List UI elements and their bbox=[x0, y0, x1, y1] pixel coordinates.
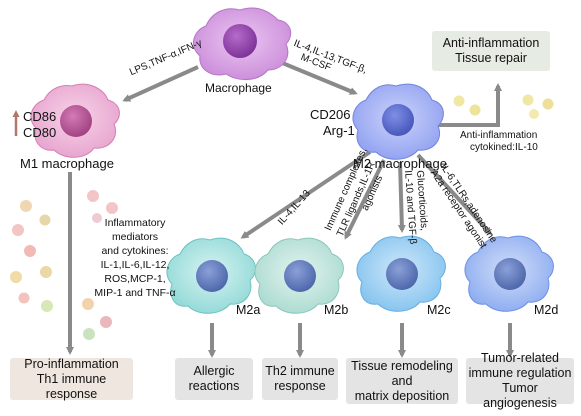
anti-inflammation-line2: Tissue repair bbox=[455, 51, 527, 65]
arrow-mac-to-m2 bbox=[279, 60, 358, 95]
anti-inflammation-box bbox=[432, 31, 550, 71]
m2d-outcome-box bbox=[466, 358, 574, 404]
m1-macrophage-cell-icon bbox=[30, 83, 120, 158]
m1-mediator-line: Inflammatory bbox=[104, 217, 166, 229]
arrow-m2-to-anti bbox=[428, 83, 502, 127]
m1-mediator-line: ROS,MCP-1, bbox=[104, 273, 166, 285]
m2d-label: M2d bbox=[534, 303, 559, 317]
m2-macrophage-label: M2 macrophage bbox=[353, 156, 447, 171]
m2c-outcome-line1: Tissue remodeling bbox=[351, 358, 453, 373]
macrophage-label: Macrophage bbox=[205, 81, 272, 95]
m2c-cell-icon bbox=[356, 235, 446, 312]
pro-inflammation-box bbox=[10, 358, 133, 400]
m1-macrophage-label: M1 macrophage bbox=[20, 156, 114, 171]
m2c-label: M2c bbox=[427, 303, 451, 317]
pro-inflammation-outcome: Pro-inflammation Th1 immune response bbox=[10, 356, 133, 401]
arrow-m2-to-m2c bbox=[397, 161, 406, 233]
pro-inflammatory-cytokine-dots-icon bbox=[10, 190, 118, 340]
m2b-outcome-line1: Th2 immune bbox=[265, 364, 335, 378]
m2a-outcome-line2: reactions bbox=[188, 379, 240, 393]
anti-cytokine-line2: cytokined:IL-10 bbox=[470, 142, 538, 153]
arrow-m2-to-m2a bbox=[240, 150, 372, 239]
m2a-label: M2a bbox=[236, 303, 261, 317]
m1-mediator-line: IL-1,IL-6,IL-12, bbox=[100, 259, 170, 271]
m2c-outcome-line3: matrix deposition bbox=[354, 388, 450, 403]
m2d-outcome-line2: immune regulation bbox=[468, 366, 572, 380]
m1-mediators-text: Inflammatory mediators and cytokines: IL-1,… bbox=[80, 216, 190, 300]
m2d-outcome: Tumor-related immune regulation Tumor an… bbox=[466, 351, 574, 410]
m1-mediator-line: MIP-1 and TNF-α bbox=[94, 287, 176, 299]
arrow-m2-to-m2d bbox=[416, 153, 493, 236]
m1-mediator-line: and cytokines: bbox=[101, 245, 169, 257]
m2a-outcome-box bbox=[175, 358, 253, 400]
arrow-m2-to-m2b bbox=[344, 159, 386, 240]
anti-inflammatory-cytokine-dots-icon bbox=[453, 94, 554, 119]
m2-marker-cd206: CD206 bbox=[310, 107, 351, 122]
anti-cytokine-line1: Anti-inflammation bbox=[460, 130, 538, 141]
m2c-outcome-box bbox=[346, 358, 458, 404]
anti-inflammation-outcome: Anti-inflammation Tissue repair bbox=[432, 31, 550, 71]
m2d-cell-icon bbox=[464, 235, 554, 312]
pro-inflammation-line2: Th1 immune response bbox=[36, 371, 107, 401]
anti-inflammation-line1: Anti-inflammation bbox=[442, 36, 540, 50]
m2a-cell-icon bbox=[166, 237, 256, 314]
macrophage-cell-icon bbox=[192, 7, 292, 80]
m2b-outcome-box bbox=[262, 358, 338, 400]
m2a-outcome-line1: Allergic bbox=[193, 364, 235, 378]
m1-marker-cd80: CD80 bbox=[23, 125, 57, 140]
m2b-label: M2b bbox=[324, 303, 349, 317]
m2b-cell-icon bbox=[254, 237, 344, 314]
m2-macrophage-cell-icon bbox=[352, 83, 444, 160]
pro-inflammation-line1: Pro-inflammation bbox=[24, 356, 119, 371]
m2d-outcome-line3: Tumor angiogenesis bbox=[483, 381, 557, 410]
m1-marker-cd86: CD86 bbox=[23, 109, 57, 124]
m2b-outcome-line2: response bbox=[274, 379, 326, 393]
m2c-outcome-line2: and bbox=[391, 373, 413, 388]
m2c-outcome: Tissue remodeling and matrix deposition bbox=[346, 358, 458, 404]
m1-mediator-line: mediators bbox=[111, 231, 159, 243]
m2a-outcome: Allergic reactions bbox=[175, 358, 253, 400]
m2-marker-arg1: Arg-1 bbox=[323, 123, 355, 138]
m2b-outcome: Th2 immune response bbox=[262, 358, 338, 400]
flow-arrows bbox=[66, 60, 514, 358]
m2d-outcome-line1: Tumor-related bbox=[480, 351, 560, 365]
arrow-mac-to-m1 bbox=[122, 65, 199, 102]
